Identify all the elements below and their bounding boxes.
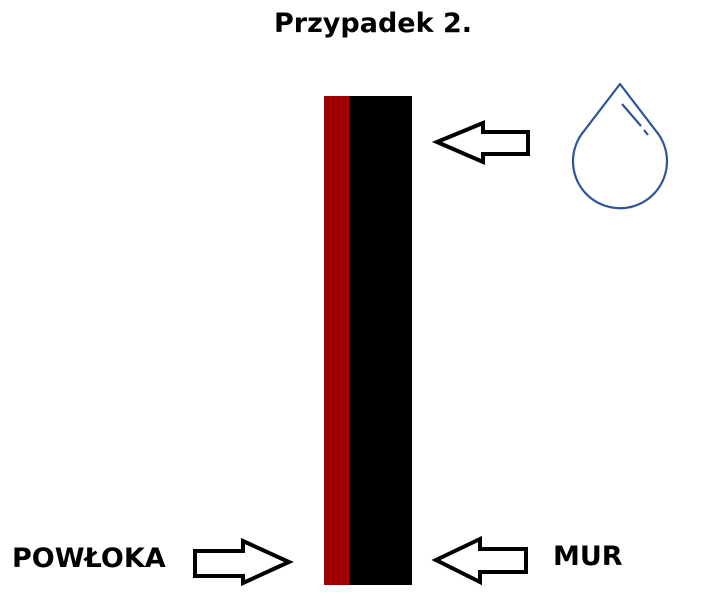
wall-arrow-icon [431,535,528,586]
diagram-title: Przypadek 2. [273,8,472,39]
coating-arrow-icon [193,537,294,587]
wall-layer [349,96,412,585]
moisture-arrow-icon [431,120,530,166]
wall-label: MUR [553,541,623,572]
coating-label: POWŁOKA [12,543,166,574]
water-drop-icon [571,82,669,210]
coating-layer [324,96,349,585]
